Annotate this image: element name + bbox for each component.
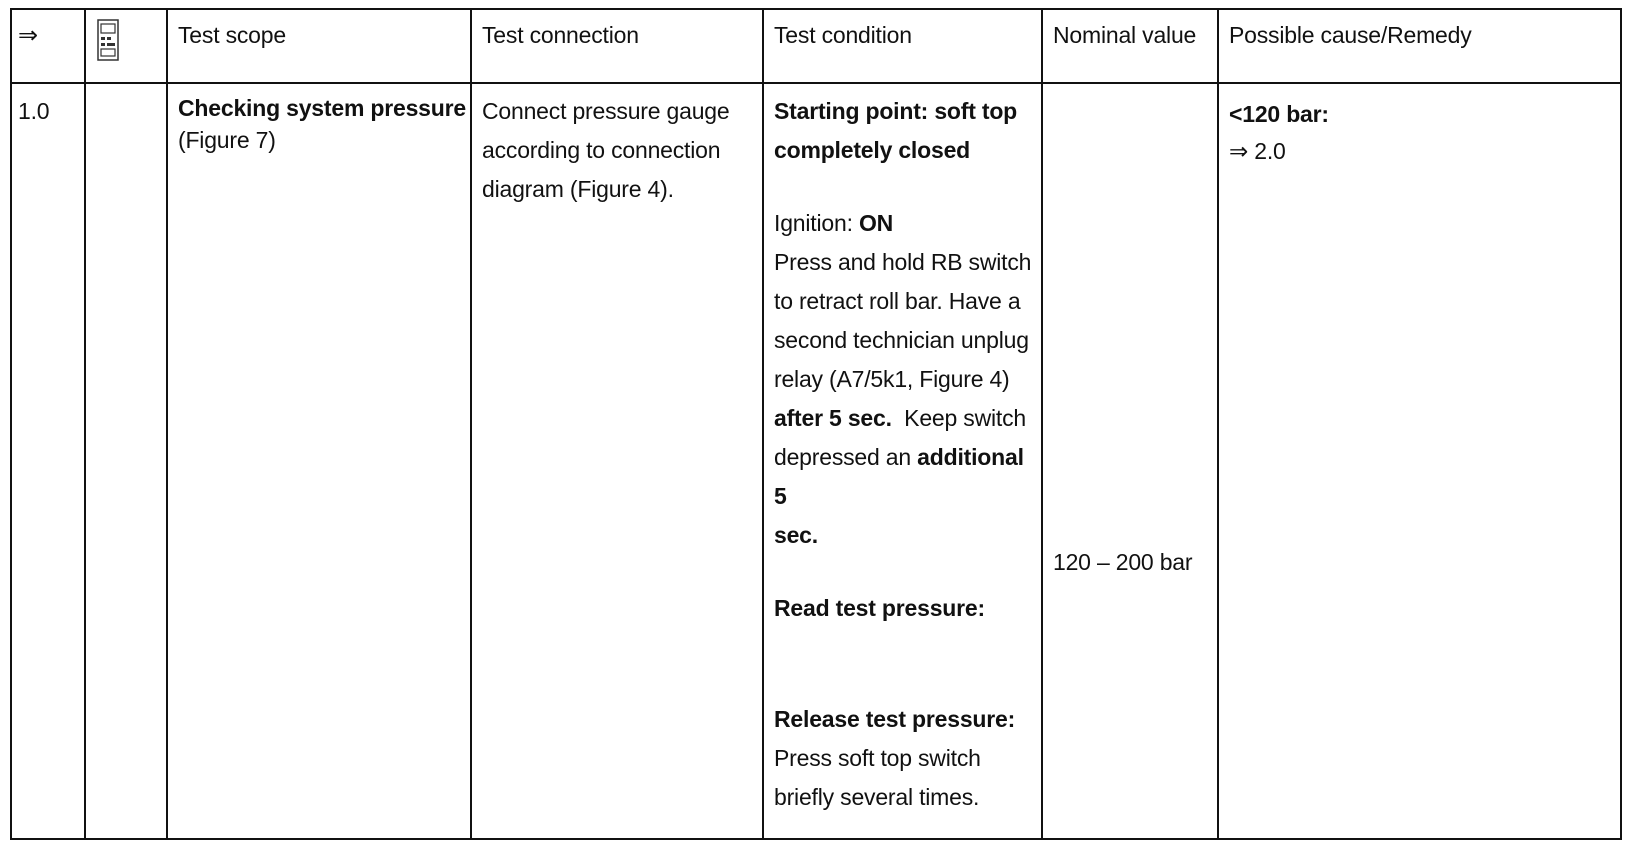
- column-divider: [1041, 10, 1043, 838]
- column-divider: [1217, 10, 1219, 838]
- scope-figure: (Figure 7): [178, 127, 276, 153]
- release-line: Press soft top switch: [774, 745, 981, 771]
- column-divider: [470, 10, 472, 838]
- starting-point-line: Starting point: soft top: [774, 98, 1018, 124]
- header-divider: [12, 82, 1620, 84]
- read-pressure: Read test pressure:: [774, 595, 985, 621]
- ignition-value: ON: [858, 210, 894, 236]
- diagnostic-table: ⇒ Test scope Test connection Test condit…: [10, 8, 1622, 840]
- condition-line: second technician unplug: [774, 327, 1029, 353]
- dep-bold: additional 5: [774, 444, 1024, 509]
- connection-line: according to connection: [482, 137, 721, 163]
- step-number: 1.0: [18, 98, 50, 124]
- connection-line: diagram (Figure 4).: [482, 176, 674, 202]
- tester-icon: [96, 18, 120, 74]
- starting-point-line: completely closed: [774, 137, 971, 163]
- column-divider: [166, 10, 168, 838]
- test-condition-cell: Starting point: soft top completely clos…: [774, 92, 1042, 817]
- cause-threshold: <120 bar:: [1229, 101, 1329, 127]
- release-pressure: Release test pressure:: [774, 706, 1016, 732]
- condition-line: relay (A7/5k1, Figure 4): [774, 366, 1010, 392]
- ignition-line: Ignition: ON: [774, 204, 1042, 243]
- test-connection-cell: Connect pressure gauge according to conn…: [482, 92, 762, 209]
- condition-line: depressed an additional 5: [774, 438, 1042, 516]
- nominal-value: 120 – 200 bar: [1053, 549, 1193, 575]
- header-nominal-value: Nominal value: [1053, 22, 1197, 48]
- condition-line: to retract roll bar. Have a: [774, 288, 1021, 314]
- sec-line: sec.: [774, 522, 818, 548]
- connection-line: Connect pressure gauge: [482, 98, 730, 124]
- column-divider: [762, 10, 764, 838]
- scope-title: Checking system pressure: [178, 95, 466, 121]
- condition-line: Press and hold RB switch: [774, 249, 1032, 275]
- cause-reference: ⇒ 2.0: [1229, 138, 1286, 164]
- header-test-condition: Test condition: [774, 22, 912, 48]
- arrow-header: ⇒: [18, 22, 38, 49]
- test-scope-cell: Checking system pressure (Figure 7): [178, 92, 468, 156]
- column-divider: [84, 10, 86, 838]
- after-rest: Keep switch: [891, 405, 1026, 431]
- possible-cause-cell: <120 bar: ⇒ 2.0: [1229, 96, 1609, 170]
- condition-line: after 5 sec. Keep switch: [774, 399, 1042, 438]
- header-test-connection: Test connection: [482, 22, 639, 48]
- ignition-label: Ignition:: [774, 210, 859, 236]
- release-line: briefly several times.: [774, 784, 980, 810]
- header-possible-cause: Possible cause/Remedy: [1229, 22, 1472, 48]
- header-test-scope: Test scope: [178, 22, 286, 48]
- dep-text: depressed an: [774, 444, 918, 470]
- after-bold: after 5 sec.: [774, 405, 892, 431]
